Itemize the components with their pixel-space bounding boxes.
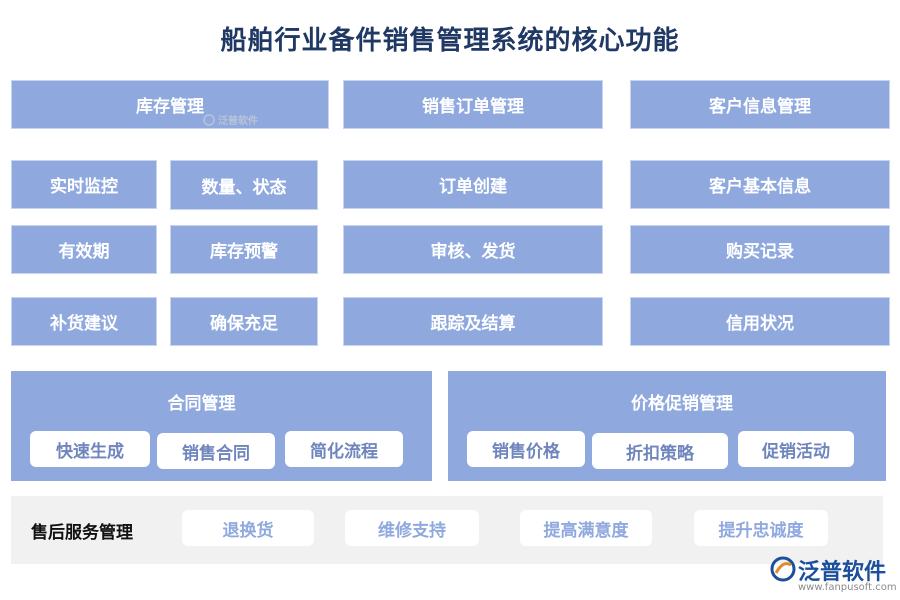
pricing-panel: 价格促销管理 销售价格 折扣策略 促销活动 xyxy=(448,371,886,481)
customer-info-header: 客户信息管理 xyxy=(630,80,890,129)
inventory-item: 库存预警 xyxy=(170,225,318,274)
inventory-item: 数量、状态 xyxy=(170,160,318,210)
after-sales-item: 提高满意度 xyxy=(520,510,652,546)
sales-order-item: 订单创建 xyxy=(343,160,603,209)
sales-order-item: 跟踪及结算 xyxy=(343,297,603,346)
inventory-item: 确保充足 xyxy=(170,297,318,346)
customer-item: 购买记录 xyxy=(630,225,890,274)
after-sales-item: 维修支持 xyxy=(345,510,479,546)
watermark: 泛普软件 xyxy=(203,112,258,127)
pricing-title: 价格促销管理 xyxy=(631,394,733,414)
after-sales-item: 退换货 xyxy=(182,510,314,546)
customer-item: 信用状况 xyxy=(630,297,890,346)
contract-panel: 合同管理 快速生成 销售合同 简化流程 xyxy=(11,371,432,481)
contract-item: 简化流程 xyxy=(285,431,403,467)
pricing-item: 折扣策略 xyxy=(592,433,728,469)
inventory-item: 补货建议 xyxy=(11,297,157,346)
after-sales-title: 售后服务管理 xyxy=(31,523,133,543)
after-sales-panel: 售后服务管理 退换货 维修支持 提高满意度 提升忠诚度 xyxy=(11,496,883,564)
watermark-text: 泛普软件 xyxy=(218,116,258,127)
contract-item: 快速生成 xyxy=(30,431,150,467)
customer-item: 客户基本信息 xyxy=(630,160,890,209)
sales-order-header: 销售订单管理 xyxy=(343,80,603,129)
page-title: 船舶行业备件销售管理系统的核心功能 xyxy=(220,26,680,56)
contract-item: 销售合同 xyxy=(157,433,275,469)
inventory-item: 有效期 xyxy=(11,225,157,274)
inventory-item: 实时监控 xyxy=(11,160,157,209)
pricing-item: 销售价格 xyxy=(467,431,585,467)
brand-name: 泛普软件 xyxy=(798,560,887,585)
after-sales-item: 提升忠诚度 xyxy=(694,510,828,546)
sales-order-item: 审核、发货 xyxy=(343,225,603,274)
watermark-logo-icon xyxy=(203,113,215,126)
brand-logo: 泛普软件 www.fanpusoft.com xyxy=(770,554,897,598)
brand-logo-icon xyxy=(770,556,796,582)
contract-title: 合同管理 xyxy=(167,394,236,414)
pricing-item: 促销活动 xyxy=(738,431,854,467)
brand-url: www.fanpusoft.com xyxy=(798,582,897,593)
inventory-header: 库存管理 xyxy=(11,80,329,129)
